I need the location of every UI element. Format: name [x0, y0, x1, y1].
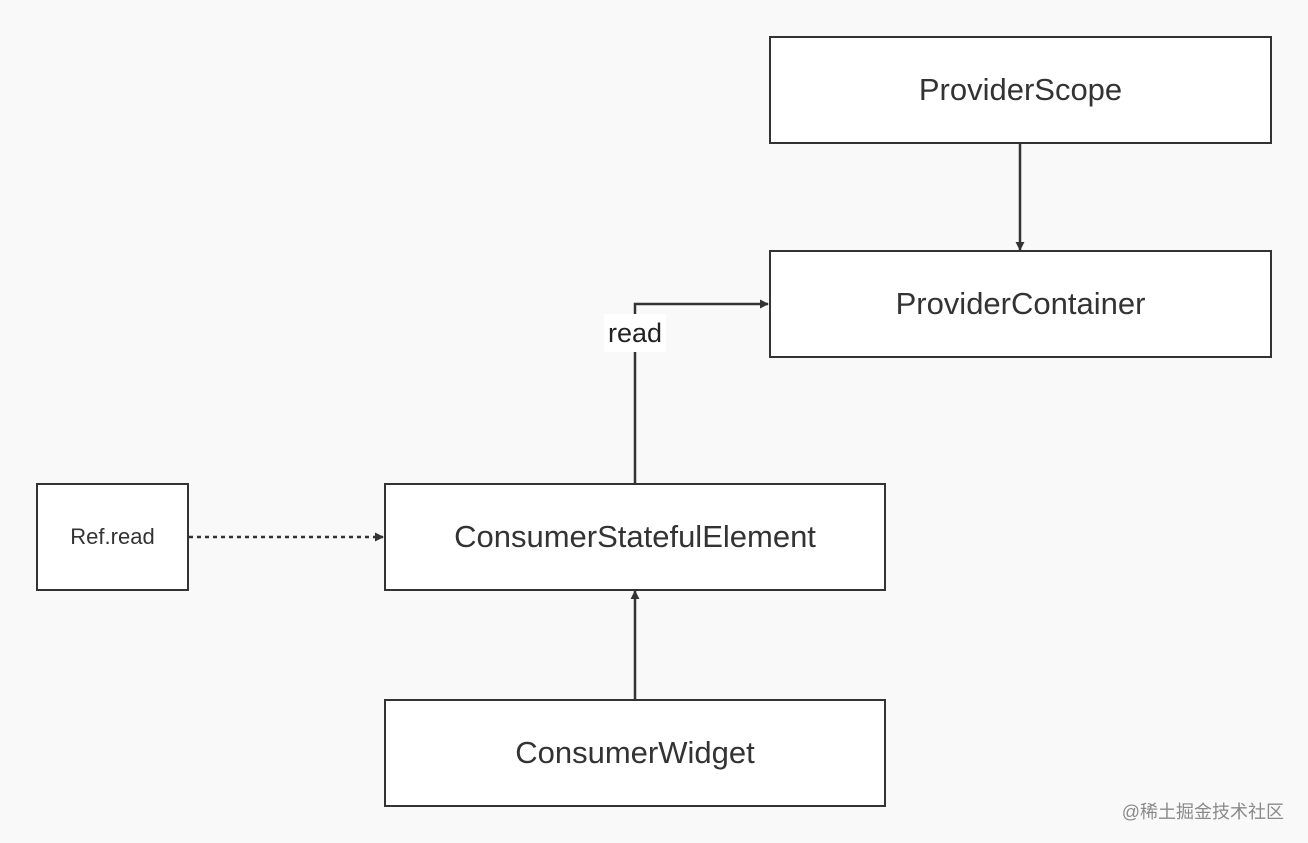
provider-scope-node: ProviderScope	[769, 36, 1272, 144]
provider-scope-label: ProviderScope	[918, 72, 1123, 107]
consumer-widget-label: ConsumerWidget	[515, 735, 755, 770]
consumer-widget-node: ConsumerWidget	[384, 699, 886, 807]
provider-container-label: ProviderContainer	[895, 286, 1146, 321]
watermark-text: @稀土掘金技术社区	[1121, 802, 1284, 822]
provider-container-node: ProviderContainer	[769, 250, 1272, 358]
ref-read-label: Ref.read	[70, 524, 155, 549]
ref-read-node: Ref.read	[36, 483, 189, 591]
consumer-stateful-element-node: ConsumerStatefulElement	[384, 483, 886, 591]
edge-read-to-container	[633, 299, 769, 484]
read-edge-label: read	[604, 314, 666, 352]
consumer-stateful-element-label: ConsumerStatefulElement	[454, 519, 816, 554]
